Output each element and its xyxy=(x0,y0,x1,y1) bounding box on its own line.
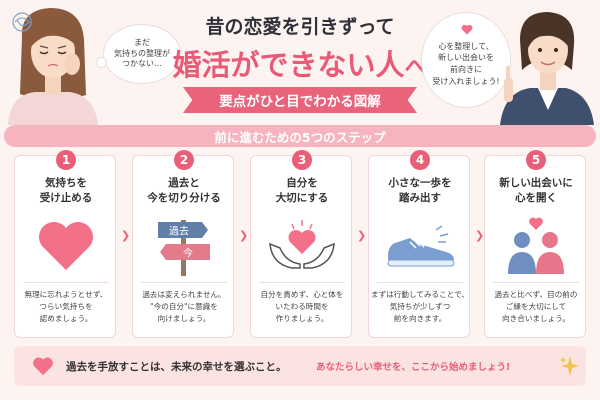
sparkle-icon xyxy=(560,356,579,376)
step-desc-3: 自分を責めず、心と体を いたわる時間を 作りましょう。 xyxy=(253,289,351,325)
step-desc-3-line-1: 自分を責めず、心と体を xyxy=(260,290,344,299)
step-number-2: 2 xyxy=(174,150,194,170)
step-number-5: 5 xyxy=(526,150,546,170)
step-desc-2-line-3: 向けましょう。 xyxy=(157,314,211,324)
step-title-2: 過去と 今を切り分ける xyxy=(135,176,233,206)
step-desc-2-line-1: 過去は変えられません。 xyxy=(142,290,226,299)
step-card-2: 2 過去と 今を切り分ける 過去 今 過去は変えられません。 "今の自分"に意識… xyxy=(132,150,234,338)
step-desc-1: 無理に忘れようとせず、 つらい気持ちを 認めましょう。 xyxy=(17,289,115,325)
step-title-1: 気持ちを 受け止める xyxy=(17,176,115,206)
right-bubble-line-3: 前向きに xyxy=(450,65,482,74)
step-title-4-line-2: 踏み出す xyxy=(399,192,441,205)
worried-woman-illustration xyxy=(8,8,98,125)
signpost-icon: 過去 今 xyxy=(158,220,210,276)
step-title-5-line-2: 心を開く xyxy=(515,192,557,205)
step-divider-2 xyxy=(141,282,227,283)
step-divider-1 xyxy=(23,282,109,283)
step-desc-3-line-2: いたわる時間を xyxy=(275,302,329,312)
steps-banner: 前に進むための5つのステップ xyxy=(4,125,596,147)
step-number-4: 4 xyxy=(410,150,430,170)
chevron-right-icon: ❯ xyxy=(475,229,485,242)
sign-now-label: 今 xyxy=(183,247,193,260)
left-bubble-line-1: まだ xyxy=(134,37,150,47)
right-bubble-line-2: 新しい出会いを xyxy=(438,53,494,63)
sign-past-label: 過去 xyxy=(169,226,189,238)
title-line-2: 婚活ができない人へ xyxy=(150,42,450,84)
footer-accent-text: あなたらしい幸せを、ここから始めましょう! xyxy=(316,362,511,373)
step-title-2-line-2: 今を切り分ける xyxy=(147,192,221,205)
chevron-right-icon: ❯ xyxy=(121,229,131,242)
step-desc-5-line-2: ご縁を大切にして xyxy=(505,302,567,312)
steps-cards: 1 気持ちを 受け止める 無理に忘れようとせず、 つらい気持ちを 認めましょう。… xyxy=(14,150,586,338)
title-line-1: 昔の恋愛を引きずって xyxy=(205,16,395,38)
step-desc-5: 過去と比べず、目の前の ご縁を大切にして 向き合いましょう。 xyxy=(487,289,585,325)
summary-ribbon: 要点がひと目でわかる図解 xyxy=(183,87,417,113)
step-card-3: 3 自分を 大切にする 自分を責めず、心と体を いたわる時間を 作りましょう。 xyxy=(250,150,352,338)
right-bubble-line-4: 受け入れましょう! xyxy=(432,76,500,86)
step-title-3-line-2: 大切にする xyxy=(275,192,329,205)
step-card-1: 1 気持ちを 受け止める 無理に忘れようとせず、 つらい気持ちを 認めましょう。 xyxy=(14,150,116,338)
step-title-1-line-2: 受け止める xyxy=(39,192,93,205)
step-card-4: 4 小さな一歩を 踏み出す まずは行動してみることで、 気持ちが少しずつ 前を向… xyxy=(368,150,470,338)
heart-icon xyxy=(39,222,93,270)
step-desc-4: まずは行動してみることで、 気持ちが少しずつ 前を向きます。 xyxy=(371,289,469,325)
step-title-4-line-1: 小さな一歩を xyxy=(388,177,452,189)
step-title-5: 新しい出会いに 心を開く xyxy=(487,176,585,206)
step-title-2-line-1: 過去と xyxy=(168,177,200,189)
step-title-4: 小さな一歩を 踏み出す xyxy=(371,176,469,206)
step-desc-1-line-3: 認めましょう。 xyxy=(39,314,93,324)
left-bubble-line-2: 気持ちの整理が xyxy=(114,48,170,58)
left-bubble-line-3: つかない… xyxy=(122,59,162,69)
step-desc-2: 過去は変えられません。 "今の自分"に意識を 向けましょう。 xyxy=(135,289,233,325)
heart-icon xyxy=(33,357,53,376)
step-divider-4 xyxy=(377,282,463,283)
step-desc-3-line-3: 作りましょう。 xyxy=(275,314,329,324)
chevron-right-icon: ❯ xyxy=(239,229,249,242)
step-desc-2-line-2: "今の自分"に意識を xyxy=(150,302,218,312)
step-desc-4-line-2: 気持ちが少しずつ xyxy=(389,302,451,312)
step-number-3: 3 xyxy=(292,150,312,170)
footer-main-text: 過去を手放すことは、未来の幸せを選ぶこと。 xyxy=(66,361,287,373)
couple-with-heart-icon xyxy=(508,217,564,274)
step-desc-1-line-2: つらい気持ちを xyxy=(39,302,93,312)
advisor-woman-illustration xyxy=(500,12,594,125)
step-desc-4-line-3: 前を向きます。 xyxy=(393,314,447,324)
step-desc-1-line-1: 無理に忘れようとせず、 xyxy=(24,290,108,299)
step-number-1: 1 xyxy=(56,150,76,170)
footer-message: 過去を手放すことは、未来の幸せを選ぶこと。 あなたらしい幸せを、ここから始めまし… xyxy=(14,346,586,386)
step-desc-5-line-3: 向き合いましょう。 xyxy=(502,314,570,324)
right-speech-bubble: 心を整理して、 新しい出会いを 前向きに 受け入れましょう! xyxy=(421,12,511,108)
step-title-5-line-1: 新しい出会いに xyxy=(499,177,573,189)
step-desc-5-line-1: 過去と比べず、目の前の xyxy=(494,290,578,299)
step-desc-4-line-1: まずは行動してみることで、 xyxy=(371,290,469,299)
chevron-right-icon: ❯ xyxy=(357,229,367,242)
step-title-3-line-1: 自分を xyxy=(286,177,318,189)
right-bubble-line-1: 心を整理して、 xyxy=(438,41,494,51)
title-line-2-main: 婚活ができない人 xyxy=(172,48,405,82)
hands-holding-heart-icon xyxy=(269,220,335,269)
sneaker-icon xyxy=(387,225,455,267)
step-divider-5 xyxy=(493,282,579,283)
left-speech-bubble: まだ 気持ちの整理が つかない… xyxy=(96,24,181,84)
step-card-5: 5 新しい出会いに 心を開く 過去と比べず、目の前の ご縁を大切にして 向き合い… xyxy=(484,150,586,338)
step-title-1-line-1: 気持ちを xyxy=(45,177,87,189)
step-divider-3 xyxy=(259,282,345,283)
step-title-3: 自分を 大切にする xyxy=(253,176,351,206)
heart-icon xyxy=(461,24,473,35)
